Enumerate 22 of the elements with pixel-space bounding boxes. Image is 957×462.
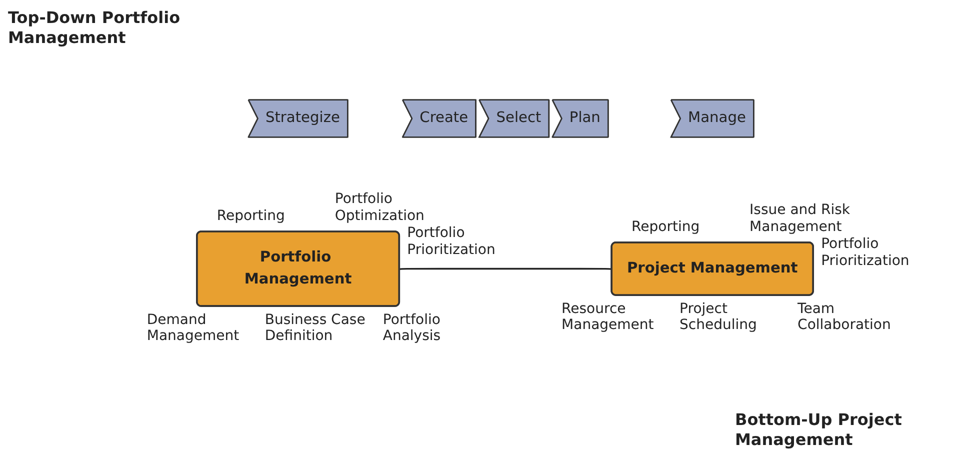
- chevron-step: Create: [402, 98, 476, 138]
- caption-text: Portfolio Prioritization: [407, 225, 496, 259]
- caption-text: Reporting: [216, 208, 286, 226]
- caption-text: Team Collaboration: [798, 300, 892, 334]
- caption-text: Issue and Risk Management: [750, 202, 852, 236]
- process-box: Project Management: [610, 241, 814, 296]
- caption-text: Reporting: [632, 219, 701, 236]
- caption-text: Project Scheduling: [680, 300, 758, 334]
- caption-text: Portfolio Optimization: [334, 191, 426, 226]
- caption-text: Resource Management: [562, 300, 655, 334]
- chevron-step: Strategize: [248, 98, 348, 138]
- caption-text: Business Case Definition: [264, 312, 366, 346]
- caption-text: Portfolio Prioritization: [821, 236, 910, 270]
- process-box: Portfolio Management: [196, 230, 400, 306]
- heading-label: Top-Down Portfolio Management: [8, 8, 182, 48]
- connector-line: [398, 267, 612, 270]
- chevron-step: Manage: [670, 98, 754, 138]
- caption-text: Demand Management: [146, 312, 240, 346]
- heading-label: Bottom-Up Project Management: [735, 410, 903, 450]
- chevron-step: Select: [478, 98, 550, 138]
- caption-text: Portfolio Analysis: [382, 312, 442, 346]
- chevron-step: Plan: [552, 98, 609, 138]
